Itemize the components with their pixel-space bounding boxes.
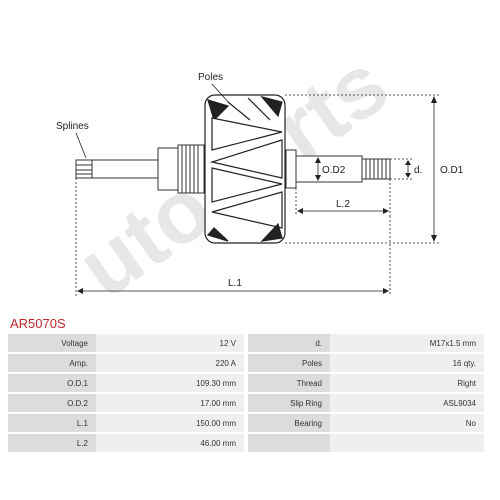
spec-key: O.D.1 [8,373,96,394]
rotor-drawing: utoparts [56,34,464,310]
dimension-lines [75,83,440,296]
spec-key [246,433,330,454]
spec-value: M17x1.5 mm [330,334,484,354]
dimension-arrows [77,96,437,294]
spec-key: L.1 [8,413,96,434]
spec-value: 17.00 mm [96,393,248,414]
od1-label: O.D1 [440,165,464,176]
l2-label: L.2 [336,199,350,210]
spec-key: L.2 [8,433,96,454]
spec-key: Voltage [8,334,96,354]
part-code: AR5070S [10,316,66,331]
spec-value: 16 qty. [330,353,484,374]
spec-value: No [330,413,484,434]
d-label: d. [414,165,422,176]
od2-label: O.D2 [322,165,346,176]
spec-value: 12 V [96,334,248,354]
splines-label: Splines [56,121,89,132]
spec-value: 220 A [96,353,248,374]
spec-value: 46.00 mm [96,433,248,454]
spec-value [330,433,484,454]
l1-label: L.1 [228,278,242,289]
rotor-body [204,94,286,244]
spec-key: O.D.2 [8,393,96,414]
spec-key: Bearing [246,413,330,434]
rotor-shaft [75,144,391,194]
spec-value: ASL9034 [330,393,484,414]
spec-key: Amp. [8,353,96,374]
spec-key: Thread [246,373,330,394]
spec-key: d. [246,334,330,354]
spec-key: Slip Ring [246,393,330,414]
spec-key: Poles [246,353,330,374]
spec-value: Right [330,373,484,394]
spec-value: 109.30 mm [96,373,248,394]
poles-label: Poles [198,72,223,83]
spec-value: 150.00 mm [96,413,248,434]
